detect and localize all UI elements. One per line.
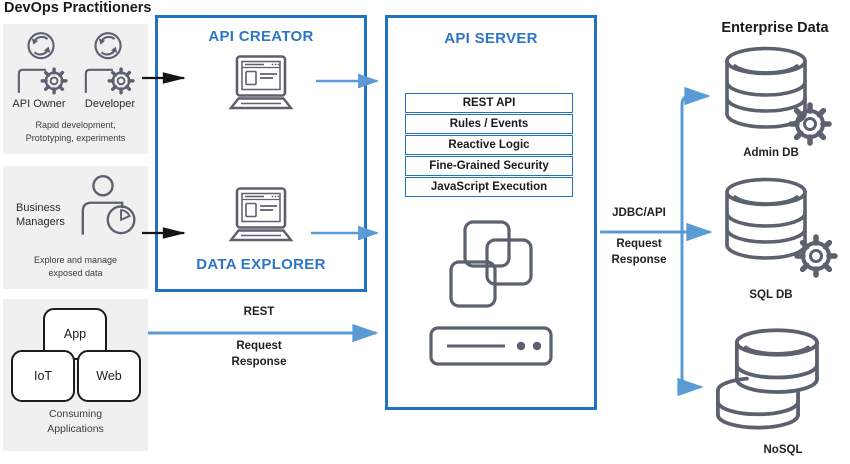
consuming-apps-panel: App IoT Web Consuming Applications <box>3 299 148 451</box>
arrow-server-to-admindb <box>680 86 711 232</box>
iot-block: IoT <box>11 350 75 402</box>
devops-panel: API Owner Developer Rapid development, P… <box>3 24 148 154</box>
gear-icon <box>786 100 834 148</box>
devops-practitioners-title: DevOps Practitioners <box>4 0 152 16</box>
nosql-label: NoSQL <box>763 444 803 456</box>
consuming-apps-label: Consuming Applications <box>47 408 104 435</box>
jdbc-protocol-label: JDBC/API <box>612 207 666 219</box>
api-creator-title: API CREATOR <box>208 28 314 45</box>
enterprise-data-title: Enterprise Data <box>721 20 829 36</box>
laptop-icon <box>228 187 294 245</box>
business-managers-panel: Business Managers Explore and manage exp… <box>3 166 148 289</box>
arrow-server-to-nosql <box>677 232 704 397</box>
sql-db-label: SQL DB <box>749 289 793 301</box>
business-description: Explore and manage exposed data <box>33 255 118 278</box>
database-stack-icon <box>712 328 824 446</box>
rest-protocol-label: REST <box>243 306 275 318</box>
feature-javascript-execution: JavaScript Execution <box>405 177 573 197</box>
rest-response-label: Response <box>231 356 287 368</box>
api-server-feature-list: REST API Rules / Events Reactive Logic F… <box>405 93 573 198</box>
api-creator-explorer-box: API CREATOR DATA EXPLORER <box>155 15 367 292</box>
role-developer: Developer <box>84 98 136 110</box>
devops-description: Rapid development, Prototyping, experime… <box>25 120 126 143</box>
business-managers-title: Business Managers <box>16 202 65 229</box>
api-server-box: API SERVER REST API Rules / Events React… <box>385 15 597 410</box>
laptop-icon <box>228 55 294 113</box>
jdbc-response-label: Response <box>611 254 667 266</box>
web-block: Web <box>77 350 141 402</box>
cycle-gear-icon <box>82 31 136 97</box>
feature-fine-grained-security: Fine-Grained Security <box>405 156 573 176</box>
data-explorer-title: DATA EXPLORER <box>196 256 326 273</box>
cycle-gear-icon <box>15 31 69 97</box>
feature-rest-api: REST API <box>405 93 573 113</box>
person-chart-icon <box>69 175 137 239</box>
admin-db-label: Admin DB <box>743 147 799 159</box>
api-server-title: API SERVER <box>444 30 538 47</box>
role-api-owner: API Owner <box>12 98 66 110</box>
gear-icon <box>792 232 840 280</box>
feature-rules-events: Rules / Events <box>405 114 573 134</box>
stack-server-icon <box>427 220 555 370</box>
feature-reactive-logic: Reactive Logic <box>405 135 573 155</box>
jdbc-request-label: Request <box>616 238 662 250</box>
rest-request-label: Request <box>236 340 282 352</box>
